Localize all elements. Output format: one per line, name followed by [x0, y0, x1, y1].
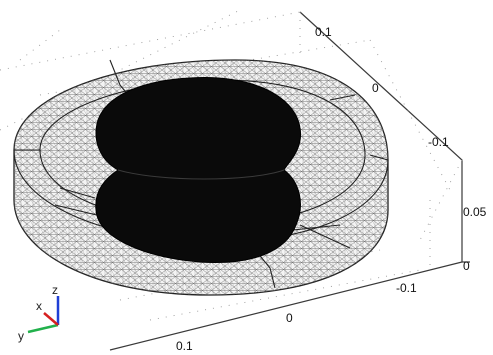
y-axis-label: y	[18, 329, 24, 343]
bounding-box	[109, 11, 470, 351]
x-axis-label: x	[36, 299, 42, 313]
tick-top-0.1: 0.1	[315, 25, 332, 39]
tick-z-0: 0	[463, 259, 470, 273]
tick-top-neg-0.1: -0.1	[428, 135, 449, 149]
grid-dots	[0, 9, 463, 321]
y-axis-arrow	[27, 323, 59, 334]
axis-tick-labels: 0.1 0 -0.1 0.05 0 -0.1 0 0.1	[176, 25, 487, 353]
tick-bottom-0.1: 0.1	[176, 339, 193, 353]
tick-bottom-neg-0.1: -0.1	[396, 281, 417, 295]
tick-top-0: 0	[372, 81, 379, 95]
inner-solid[interactable]	[95, 77, 302, 263]
axis-triad: z x y	[18, 283, 60, 343]
tick-bottom-0: 0	[286, 311, 293, 325]
z-axis-label: z	[52, 283, 58, 297]
tick-z-0.05: 0.05	[463, 205, 487, 219]
x-axis-arrow	[43, 312, 59, 326]
